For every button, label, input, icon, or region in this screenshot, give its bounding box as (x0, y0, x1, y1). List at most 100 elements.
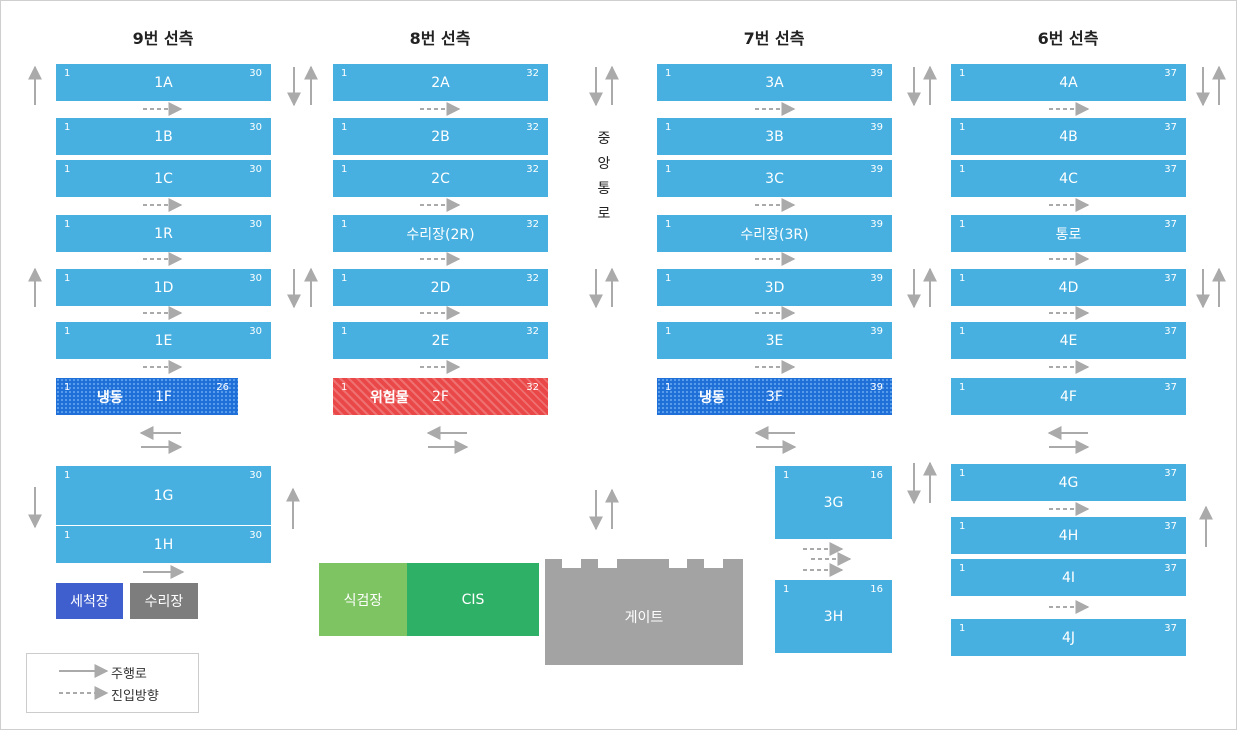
block-label: 3A (765, 74, 784, 91)
block-passage[interactable]: 1 통로 37 (951, 215, 1186, 252)
block-end-number: 37 (1164, 164, 1177, 175)
repair-station[interactable]: 수리장 (130, 583, 198, 619)
block-2E[interactable]: 1 2E 32 (333, 322, 548, 359)
block-3G[interactable]: 1 3G 16 (775, 466, 892, 539)
block-4H[interactable]: 1 4H 37 (951, 517, 1186, 554)
block-2B[interactable]: 1 2B 32 (333, 118, 548, 155)
block-2A[interactable]: 1 2A 32 (333, 64, 548, 101)
block-label: 3C (765, 170, 784, 187)
block-start-number: 1 (665, 273, 672, 284)
block-4I[interactable]: 1 4I 37 (951, 559, 1186, 596)
block-end-number: 16 (870, 470, 883, 481)
block-4G[interactable]: 1 4G 37 (951, 464, 1186, 501)
block-3R[interactable]: 1 수리장(3R) 39 (657, 215, 892, 252)
block-1F[interactable]: 1 냉동 1F 26 (56, 378, 238, 415)
block-start-number: 1 (64, 273, 71, 284)
block-4F[interactable]: 1 4F 37 (951, 378, 1186, 415)
gate-building[interactable]: 게이트 (545, 568, 743, 665)
block-3F[interactable]: 1 냉동 3F 39 (657, 378, 892, 415)
block-label: 1B (154, 128, 173, 145)
block-end-number: 32 (526, 326, 539, 337)
block-start-number: 1 (64, 382, 71, 393)
block-label: 4B (1059, 128, 1078, 145)
block-label: 4A (1059, 74, 1078, 91)
block-end-number: 39 (870, 122, 883, 133)
block-start-number: 1 (665, 382, 672, 393)
block-4J[interactable]: 1 4J 37 (951, 619, 1186, 656)
block-label: 3E (765, 332, 784, 349)
block-1E[interactable]: 1 1E 30 (56, 322, 271, 359)
block-label: 2A (431, 74, 450, 91)
block-label: 4H (1058, 527, 1079, 544)
central-road-char: 중 (597, 131, 611, 147)
block-start-number: 1 (665, 219, 672, 230)
block-label: 2F (432, 388, 449, 405)
block-label: 4G (1058, 474, 1079, 491)
block-1G[interactable]: 1 1G 30 (56, 466, 271, 525)
block-label: 1A (154, 74, 173, 91)
block-end-number: 30 (249, 273, 262, 284)
block-start-number: 1 (665, 164, 672, 175)
inspection-station[interactable]: 식검장 (319, 563, 407, 636)
block-3D[interactable]: 1 3D 39 (657, 269, 892, 306)
central-road-char: 앙 (597, 156, 611, 172)
block-4D[interactable]: 1 4D 37 (951, 269, 1186, 306)
block-label: 통로 (1055, 226, 1082, 243)
block-label: 3G (823, 494, 844, 511)
block-label: 3B (765, 128, 784, 145)
gate-battlement (617, 559, 669, 569)
block-1H[interactable]: 1 1H 30 (56, 526, 271, 563)
block-end-number: 37 (1164, 273, 1177, 284)
block-label: 1E (154, 332, 173, 349)
block-label: 2B (431, 128, 450, 145)
block-1B[interactable]: 1 1B 30 (56, 118, 271, 155)
block-end-number: 26 (216, 382, 229, 393)
block-3E[interactable]: 1 3E 39 (657, 322, 892, 359)
block-start-number: 1 (64, 470, 71, 481)
block-2D[interactable]: 1 2D 32 (333, 269, 548, 306)
legend-box: 주행로 진입방향 (26, 653, 199, 713)
block-end-number: 32 (526, 122, 539, 133)
block-end-number: 30 (249, 122, 262, 133)
central-road-label: 중 앙 통 로 (597, 127, 611, 227)
block-start-number: 1 (64, 326, 71, 337)
block-3C[interactable]: 1 3C 39 (657, 160, 892, 197)
block-start-number: 1 (783, 584, 790, 595)
block-end-number: 37 (1164, 563, 1177, 574)
block-1A[interactable]: 1 1A 30 (56, 64, 271, 101)
legend-entry-label: 진입방향 (111, 689, 159, 704)
cis-station[interactable]: CIS (407, 563, 539, 636)
block-start-number: 1 (64, 219, 71, 230)
block-4B[interactable]: 1 4B 37 (951, 118, 1186, 155)
block-label: 1R (154, 225, 173, 242)
block-2R[interactable]: 1 수리장(2R) 32 (333, 215, 548, 252)
block-end-number: 32 (526, 273, 539, 284)
block-end-number: 30 (249, 326, 262, 337)
block-label: 수리장(3R) (740, 226, 809, 243)
block-start-number: 1 (959, 122, 966, 133)
block-label: 2E (431, 332, 450, 349)
block-4C[interactable]: 1 4C 37 (951, 160, 1186, 197)
block-1C[interactable]: 1 1C 30 (56, 160, 271, 197)
gate-battlement (545, 559, 562, 569)
block-4A[interactable]: 1 4A 37 (951, 64, 1186, 101)
hazard-tag: 위험물 (370, 389, 409, 406)
block-1D[interactable]: 1 1D 30 (56, 269, 271, 306)
block-start-number: 1 (341, 122, 348, 133)
block-1R[interactable]: 1 1R 30 (56, 215, 271, 252)
block-2F[interactable]: 1 위험물 2F 32 (333, 378, 548, 415)
block-end-number: 16 (870, 584, 883, 595)
block-end-number: 32 (526, 68, 539, 79)
block-end-number: 39 (870, 219, 883, 230)
block-3A[interactable]: 1 3A 39 (657, 64, 892, 101)
block-start-number: 1 (64, 530, 71, 541)
block-2C[interactable]: 1 2C 32 (333, 160, 548, 197)
block-end-number: 39 (870, 68, 883, 79)
block-3H[interactable]: 1 3H 16 (775, 580, 892, 653)
wash-station[interactable]: 세척장 (56, 583, 123, 619)
gate-battlement (581, 559, 598, 569)
block-3B[interactable]: 1 3B 39 (657, 118, 892, 155)
block-start-number: 1 (341, 219, 348, 230)
block-4E[interactable]: 1 4E 37 (951, 322, 1186, 359)
